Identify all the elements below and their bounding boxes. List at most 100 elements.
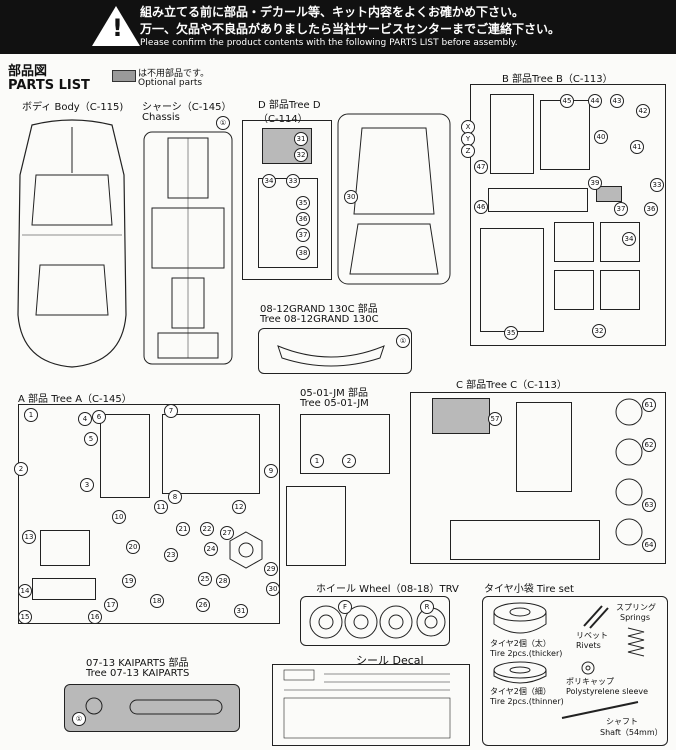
part-number-39: 39 bbox=[588, 176, 602, 190]
part-number-32: 32 bbox=[294, 148, 308, 162]
part-number-7: 7 bbox=[164, 404, 178, 418]
wheel-frame bbox=[300, 596, 450, 646]
jm-part-number-1: 1 bbox=[310, 454, 324, 468]
part-number-43: 43 bbox=[610, 94, 624, 108]
part-number-38: 38 bbox=[296, 246, 310, 260]
part-number-1: 1 bbox=[24, 408, 38, 422]
tree-c-part-grid bbox=[516, 402, 572, 492]
part-number-35b: 35 bbox=[504, 326, 518, 340]
tree-a-part-8 bbox=[162, 414, 260, 494]
jm-part-number-2: 2 bbox=[342, 454, 356, 468]
chassis-part-number: ① bbox=[216, 116, 230, 130]
polycap-jp: ポリキャップ bbox=[566, 677, 614, 686]
part-number-31a: 31 bbox=[234, 604, 248, 618]
jm-label-2: Tree 05-01-JM bbox=[300, 398, 369, 409]
part-number-23: 23 bbox=[164, 548, 178, 562]
part-number-61: 61 bbox=[642, 398, 656, 412]
tree-b-seat-left-2 bbox=[554, 270, 594, 310]
shaft-drawing bbox=[561, 701, 639, 719]
jm-frame bbox=[300, 414, 390, 474]
tree-a-side-frame bbox=[286, 486, 346, 566]
part-number-35: 35 bbox=[296, 196, 310, 210]
chassis-label-jp: シャーシ（C-145） bbox=[142, 102, 232, 113]
decal-drawing bbox=[283, 669, 451, 739]
tree-d-frame bbox=[242, 120, 332, 280]
tree-b-optional-part bbox=[596, 186, 622, 202]
tree-a-part-14 bbox=[32, 578, 96, 600]
part-number-46: 46 bbox=[474, 200, 488, 214]
rivet-icon bbox=[583, 605, 609, 629]
wheel-label: ホイール Wheel（08-18）TRV bbox=[316, 584, 459, 595]
decal-label: シール Decal bbox=[356, 654, 424, 667]
banner-line-2: 万一、欠品や不良品がありましたら当社サービスセンターまでご連絡下さい。 bbox=[140, 22, 561, 36]
part-number-33b: 33 bbox=[650, 178, 664, 192]
tire-thick-en: Tire 2pcs.(thicker) bbox=[490, 649, 563, 658]
banner-line-1: 組み立てる前に部品・デカール等、キット内容をよくお確かめ下さい。 bbox=[140, 5, 525, 19]
jm-label-1: 05-01-JM 部品 bbox=[300, 388, 368, 399]
part-number-26: 26 bbox=[196, 598, 210, 612]
chassis-label-en: Chassis bbox=[142, 112, 180, 123]
tree-c-wheel-row bbox=[450, 520, 600, 560]
warning-icon: ! bbox=[92, 6, 140, 46]
part-number-15: 15 bbox=[18, 610, 32, 624]
rivet-en: Rivets bbox=[576, 641, 601, 650]
spring-en: Springs bbox=[620, 613, 650, 622]
part-number-30: 30 bbox=[344, 190, 358, 204]
part-number-36b: 36 bbox=[644, 202, 658, 216]
chassis-drawing bbox=[143, 131, 233, 365]
part-number-22: 22 bbox=[200, 522, 214, 536]
grand-label-1: 08-12GRAND 130C 部品 bbox=[260, 304, 378, 315]
tree-b-part-46 bbox=[488, 188, 588, 212]
window-part-drawing bbox=[337, 113, 451, 285]
part-number-24: 24 bbox=[204, 542, 218, 556]
tree-b-seat-left bbox=[554, 222, 594, 262]
part-number-37b: 37 bbox=[614, 202, 628, 216]
grand-part-number: ① bbox=[396, 334, 410, 348]
body-label: ボディ Body（C-115) bbox=[22, 102, 124, 113]
tire-set-frame bbox=[482, 596, 668, 746]
mark-x: X bbox=[461, 120, 475, 134]
tree-a-part-7 bbox=[100, 414, 150, 498]
part-number-14: 14 bbox=[18, 584, 32, 598]
tire-set-label: タイヤ小袋 Tire set bbox=[484, 584, 574, 595]
tree-d-code: （C-114） bbox=[258, 114, 308, 125]
part-number-44: 44 bbox=[588, 94, 602, 108]
body-shell-drawing bbox=[17, 119, 127, 368]
kai-part-drawing bbox=[85, 697, 223, 715]
kai-label-1: 07-13 KAIPARTS 部品 bbox=[86, 658, 189, 669]
part-number-63: 63 bbox=[642, 498, 656, 512]
part-number-34b: 34 bbox=[622, 232, 636, 246]
spring-icon bbox=[627, 627, 645, 657]
part-number-33: 33 bbox=[286, 174, 300, 188]
part-number-42: 42 bbox=[636, 104, 650, 118]
part-number-57: 57 bbox=[488, 412, 502, 426]
part-number-2: 2 bbox=[14, 462, 28, 476]
part-number-41: 41 bbox=[630, 140, 644, 154]
page-title-en: PARTS LIST bbox=[8, 78, 90, 93]
part-number-20: 20 bbox=[126, 540, 140, 554]
part-number-12: 12 bbox=[232, 500, 246, 514]
part-number-40: 40 bbox=[594, 130, 608, 144]
kai-optional-frame bbox=[64, 684, 240, 732]
wheel-drawing bbox=[309, 605, 446, 639]
part-number-10: 10 bbox=[112, 510, 126, 524]
polycap-en: Polystyrelene sleeve bbox=[566, 687, 649, 696]
part-number-34: 34 bbox=[262, 174, 276, 188]
tire-thick-drawing bbox=[493, 602, 547, 634]
part-number-31: 31 bbox=[294, 132, 308, 146]
tree-d-label: D 部品Tree D bbox=[258, 100, 321, 111]
part-number-5: 5 bbox=[84, 432, 98, 446]
part-number-21: 21 bbox=[176, 522, 190, 536]
tire-thin-en: Tire 2pcs.(thinner) bbox=[490, 697, 564, 706]
part-number-18: 18 bbox=[150, 594, 164, 608]
wheel-front-mark: F bbox=[338, 600, 352, 614]
banner-line-3: Please confirm the product contents with… bbox=[140, 38, 518, 48]
decal-sheet bbox=[272, 664, 470, 746]
tree-c-wheels bbox=[615, 398, 643, 546]
shaft-en: Shaft（54mm） bbox=[600, 728, 663, 737]
legend-label-jp: は不用部品です。 bbox=[138, 69, 210, 79]
part-number-25: 25 bbox=[198, 572, 212, 586]
kai-label-2: Tree 07-13 KAIPARTS bbox=[86, 668, 190, 679]
warning-banner: ! 組み立てる前に部品・デカール等、キット内容をよくお確かめ下さい。 万一、欠品… bbox=[0, 0, 676, 54]
part-number-30a: 30 bbox=[266, 582, 280, 596]
